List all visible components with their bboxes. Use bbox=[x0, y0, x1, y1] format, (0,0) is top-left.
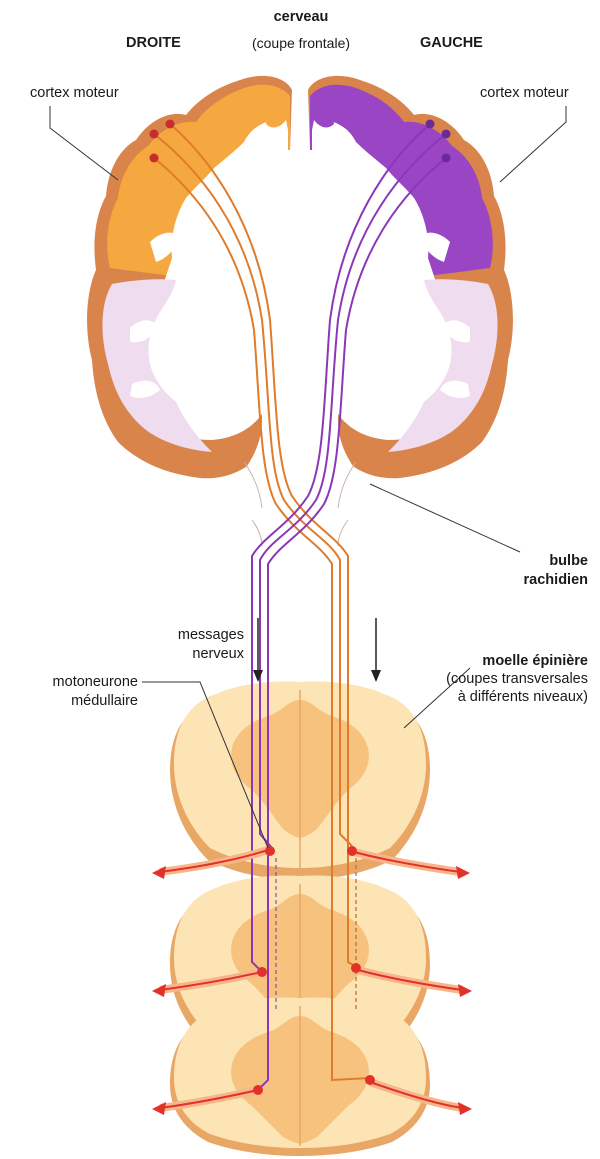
spinal-segment-1 bbox=[170, 682, 430, 881]
label-rachidien: rachidien bbox=[480, 571, 588, 589]
motoneuron-body bbox=[351, 963, 361, 973]
label-cortex-moteur-gauche: cortex moteur bbox=[480, 84, 569, 102]
label-cerveau: cerveau bbox=[254, 8, 348, 26]
neuron-body bbox=[426, 120, 435, 129]
label-droite: DROITE bbox=[126, 34, 181, 52]
leader-bulbe bbox=[370, 484, 520, 552]
label-moelle-epiniere: moelle épinière bbox=[410, 652, 588, 670]
neuron-body bbox=[150, 154, 159, 163]
motoneuron-body bbox=[347, 846, 357, 856]
label-nerveux: nerveux bbox=[140, 645, 244, 663]
spinal-segment-3 bbox=[170, 998, 430, 1157]
spinal-cord bbox=[170, 682, 430, 1157]
neuron-body bbox=[442, 154, 451, 163]
message-arrows bbox=[253, 618, 381, 682]
label-messages: messages bbox=[140, 626, 244, 644]
neuron-body bbox=[442, 130, 451, 139]
label-differents-niveaux: à différents niveaux) bbox=[400, 688, 588, 706]
label-motoneurone: motoneurone bbox=[20, 673, 138, 691]
leader-cortex-gauche bbox=[500, 106, 566, 182]
label-coupe-frontale: (coupe frontale) bbox=[238, 34, 364, 52]
neuron-body bbox=[166, 120, 175, 129]
brain-frontal-section bbox=[87, 76, 513, 546]
label-gauche: GAUCHE bbox=[420, 34, 483, 52]
label-bulbe: bulbe bbox=[480, 552, 588, 570]
label-coupes-transversales: (coupes transversales bbox=[400, 670, 588, 688]
motoneuron-body bbox=[257, 967, 267, 977]
label-cortex-moteur-droite: cortex moteur bbox=[30, 84, 119, 102]
motoneuron-body bbox=[365, 1075, 375, 1085]
motoneuron-body bbox=[265, 846, 275, 856]
label-medullaire: médullaire bbox=[20, 692, 138, 710]
leader-cortex-droite bbox=[50, 106, 118, 180]
neuron-body bbox=[150, 130, 159, 139]
motoneuron-body bbox=[253, 1085, 263, 1095]
